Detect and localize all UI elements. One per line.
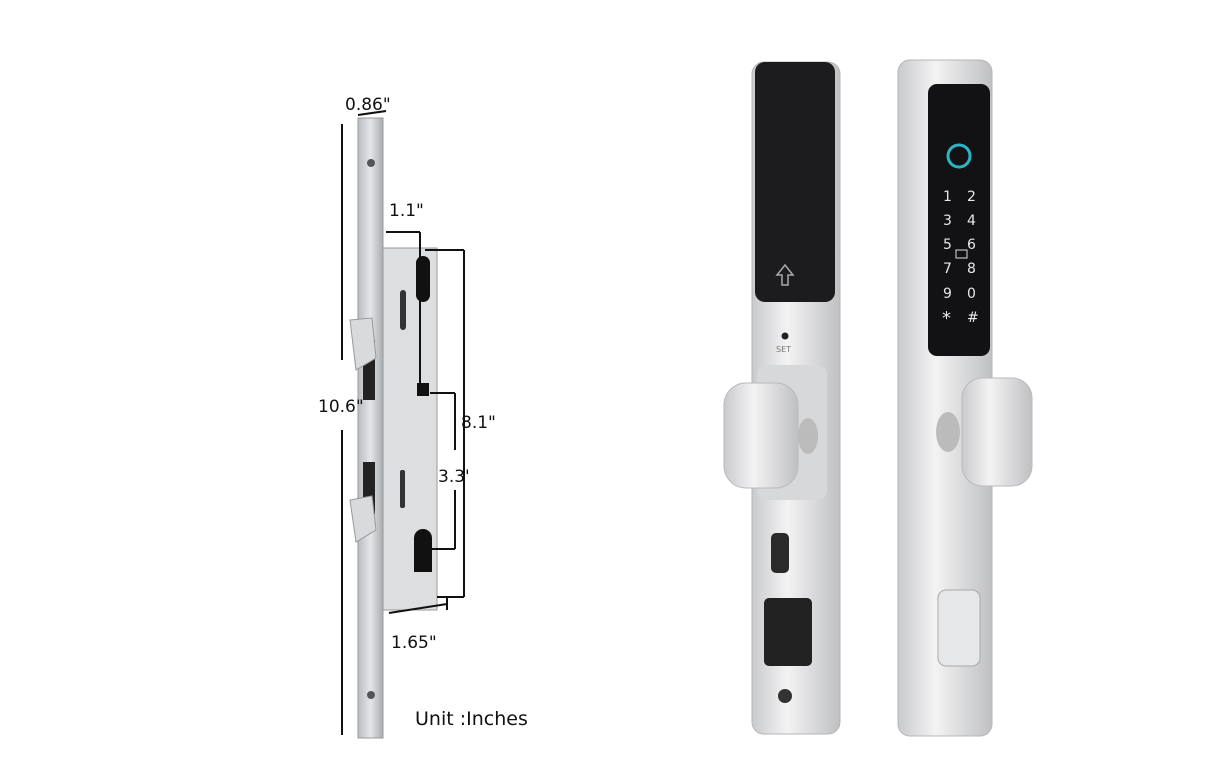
arrow-up-icon [775,263,795,286]
overall-height-label: 10.6" [318,397,364,417]
card-icon [955,249,968,259]
backset-label: 1.1" [389,201,424,221]
key-0: 0 [967,286,976,302]
inner-handle: SET [723,61,841,735]
key-8: 8 [967,261,976,277]
key-star: * [942,308,951,329]
spindle-cylinder-label: 3.3' [438,467,470,487]
key-4: 4 [967,213,976,229]
key-hash: # [967,310,979,326]
mortise-lock [349,117,438,739]
set-button [781,332,789,340]
dimension-lines [341,110,465,735]
case-height-label: 8.1" [461,413,496,433]
key-7: 7 [943,261,952,277]
key-9: 9 [943,286,952,302]
keypad: 1 2 3 4 5 6 7 8 9 0 * # [942,189,979,329]
key-1: 1 [943,189,952,205]
unit-note: Unit :Inches [415,708,528,730]
fingerprint-sensor-icon [946,143,972,169]
faceplate-width-label: 0.86" [345,95,391,115]
case-depth-label: 1.65" [391,633,437,653]
outer-handle: 1 2 3 4 5 6 7 8 9 0 * # [897,59,1033,737]
key-2: 2 [967,189,976,205]
key-3: 3 [943,213,952,229]
key-6: 6 [967,237,976,253]
key-5: 5 [943,237,952,253]
set-label: SET [776,345,791,354]
